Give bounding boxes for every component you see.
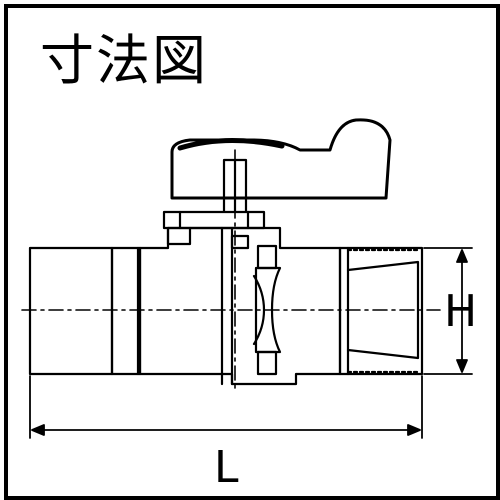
length-label: L [214,442,239,493]
height-dimension [423,247,473,375]
length-dimension [29,375,423,439]
page-title: 寸法図 [40,29,208,92]
valve-body [138,226,342,386]
right-pipe-end [338,246,424,376]
valve-lever [170,118,392,200]
left-pipe-end [28,246,114,376]
female-thread [346,260,420,360]
lever-cap [177,137,285,151]
left-hex [110,246,142,376]
height-label: H [444,286,477,337]
diagram-frame [4,4,500,500]
